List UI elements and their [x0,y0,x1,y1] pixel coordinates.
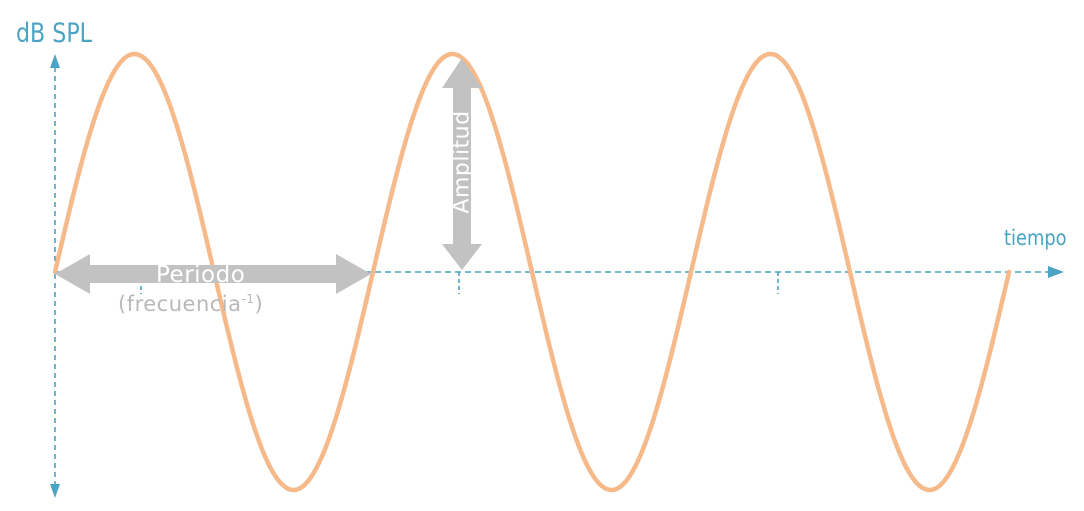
period-sublabel: (frecuencia-1) [118,292,263,316]
amplitude-arrow [442,58,482,270]
y-axis-title: dB SPL [16,18,93,49]
y-axis-arrow-bottom [50,484,60,498]
x-axis-arrow [1048,266,1064,278]
amplitude-label: Amplitud [449,110,475,214]
period-label: Periodo [156,262,246,288]
period-arrow [55,254,371,294]
period-sublabel-text: (frecuencia [118,292,242,316]
period-sublabel-exponent: -1 [241,292,255,306]
y-axis-arrow-top [50,54,60,68]
x-axis-title: tiempo [1004,226,1067,250]
period-sublabel-close: ) [254,292,264,316]
